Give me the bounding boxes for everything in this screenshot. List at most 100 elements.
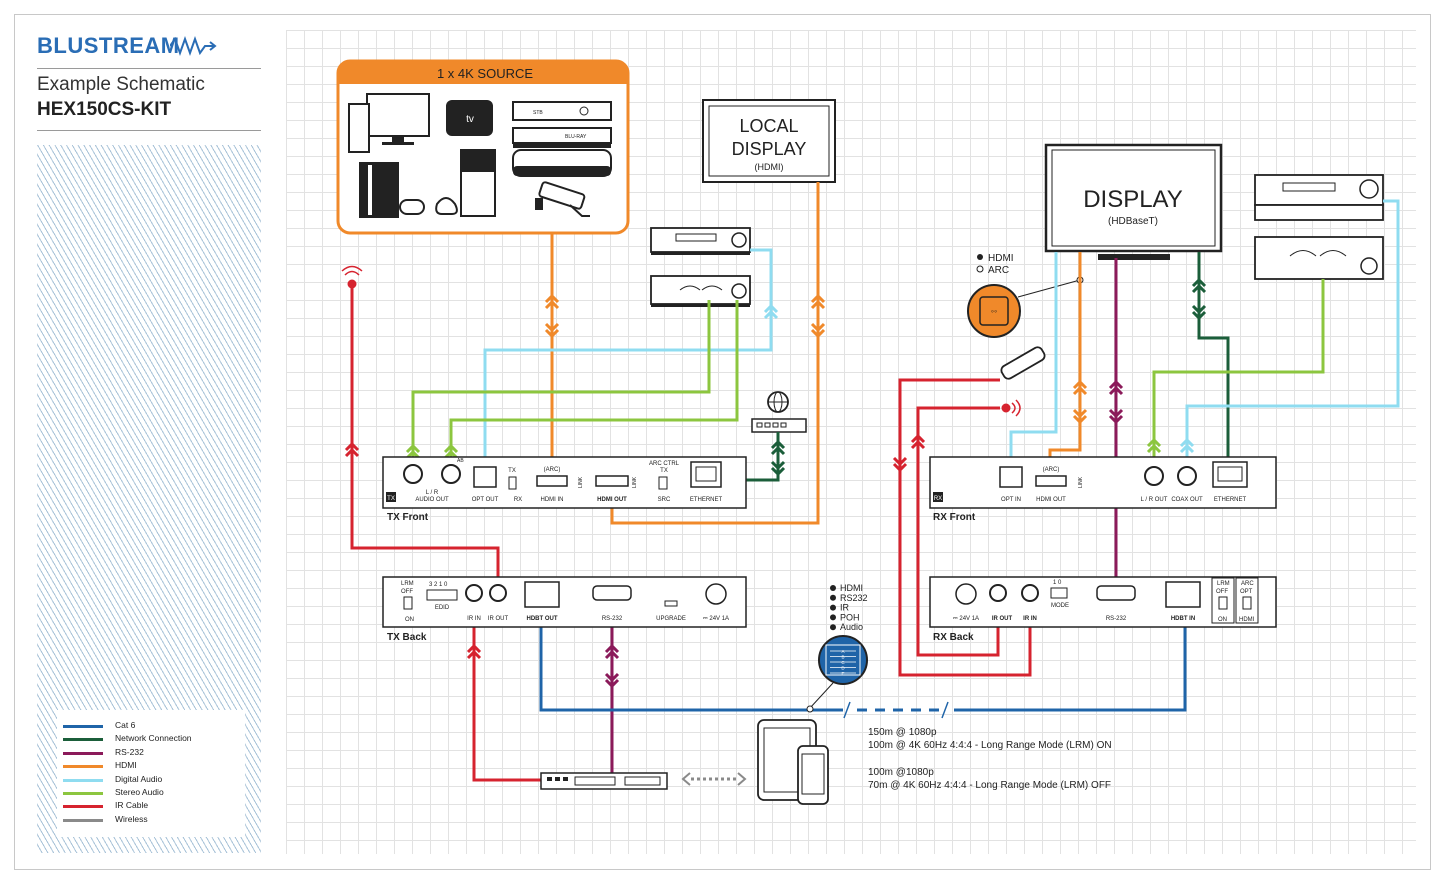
txb-ir-out: IR OUT [488,616,509,622]
txb-lrm: LRM [401,581,414,587]
remote-control-icon [1000,346,1046,380]
rx-opt-in: OPT IN [1001,497,1021,503]
apple-tv-icon: tv [446,100,493,136]
source-box-title: 1 x 4K SOURCE [437,66,533,81]
hdbt-key-item: POH [840,612,860,622]
rx-lr-out: L / R OUT [1141,497,1168,503]
display-sub: (HDBaseT) [1108,216,1158,227]
av-receiver-rx-icon [1254,174,1384,221]
rx-hdmi-out: HDMI OUT [1036,497,1066,503]
rx-front-label: RX Front [933,512,976,523]
svg-text:STB: STB [533,110,543,116]
rxb-hdbt-in: HDBT IN [1171,616,1195,622]
tx-hdmi-in: HDMI IN [541,497,564,503]
rxb-hdmi: HDMI [1239,617,1255,623]
legend-swatch [63,725,103,728]
rx-front-unit: RX OPT IN (ARC) HDMI OUT LINK L / R OUT … [929,456,1277,509]
display-hdbaset: DISPLAY (HDBaseT) [1044,143,1223,260]
logo-text: BLUSTREAM [37,33,180,58]
cable-ir-tx-in [466,600,541,782]
cable-hdmi-source [544,233,560,462]
tx-link: LINK [578,476,584,488]
txb-rs232: RS-232 [602,616,623,622]
tx-tx: TX [508,468,516,474]
cable-stereo-rx [1146,279,1325,470]
legend-label: Wireless [115,813,148,824]
rxb-mode: MODE [1051,603,1069,609]
txb-ir-in: IR IN [467,616,481,622]
rxb-on: ON [1218,617,1227,623]
amplifier-icon [650,275,751,307]
cable-digital-tx [483,248,779,470]
rxb-rs232: RS-232 [1106,616,1127,622]
blu-ray-icon: BLU-RAY [512,127,612,148]
tx-src: SRC [658,497,671,503]
rx-badge: RX [934,496,942,502]
svg-text:BLU-RAY: BLU-RAY [565,134,587,140]
tx-opt-out: OPT OUT [472,497,499,503]
rxb-dip: 1 0 [1053,580,1062,586]
rxb-off: OFF [1216,589,1228,595]
note-lrm-on-1: 150m @ 1080p [868,727,937,738]
hdbt-key-bullet [830,594,836,601]
tx-back-label: TX Back [387,632,427,643]
rx-coax-out: COAX OUT [1171,497,1203,503]
cable-stereo-tx [405,300,739,470]
logo-wave-icon [170,36,217,56]
hdbt-key-bullet [830,585,836,591]
rx-back-label: RX Back [933,632,974,643]
txb-off: OFF [401,589,413,595]
blustream-logo: BLUSTREAM [37,33,180,59]
tx-hdmi-out: HDMI OUT [597,497,627,503]
note-lrm-off-1: 100m @1080p [868,767,934,778]
page-frame [14,14,1431,870]
rx-back-unit: ⎓ 24V 1A IR OUT IR IN 1 0 MODE RS-232 HD… [929,576,1277,628]
note-lrm-off-2: 70m @ 4K 60Hz 4:4:4 - Long Range Mode (L… [868,780,1111,791]
cable-rs232-rx [1108,258,1124,592]
legend-swatch [63,765,103,769]
tx-link-2: LINK [632,476,638,488]
hdmi-arc-key: HDMI ARC ◦◦ [967,253,1084,338]
network-switch-icon [751,418,807,433]
rx-ethernet: ETHERNET [1214,497,1247,503]
av-receiver-icon [650,227,751,255]
rxb-power: ⎓ 24V 1A [953,616,979,622]
legend-label: Cat 6 [115,720,136,730]
txb-edid: EDID [435,605,450,611]
legend-swatch [63,738,103,742]
legend-swatch [63,751,103,755]
legend-label: RS-232 [115,746,144,757]
txb-upgrade: UPGRADE [656,616,686,622]
tx-arc-ctrl: ARC CTRL [649,461,680,467]
cable-digital-rx [1009,199,1400,470]
hdbt-key-bullet [830,604,836,611]
legend-label: HDMI [115,760,137,771]
rx-arc: (ARC) [1043,467,1060,473]
tx-front-label: TX Front [387,512,429,523]
local-display: LOCAL DISPLAY (HDMI) [702,99,836,183]
hdbt-key-bullet [830,614,836,621]
tx-audio-out: AUDIO OUT [415,497,449,503]
set-top-box-icon: STB [512,101,612,121]
legend-swatch [63,805,103,809]
cable-ir-rx [892,378,1032,677]
rxb-ir-out: IR OUT [992,616,1013,622]
cable-cat6 [539,596,1187,719]
hdbt-pin-letter: A [841,649,844,654]
rxb-arc: ARC [1241,581,1254,587]
key-arc: ARC [988,265,1009,276]
source-box: 1 x 4K SOURCE tv STB BLU-RAY [336,59,630,235]
hdbt-pin-letter: B [841,655,844,660]
header-rule-2 [37,130,261,131]
local-display-line2: DISPLAY [732,139,807,159]
legend-swatch [63,792,103,795]
phone-icon [797,745,829,805]
tx-badge: TX [387,496,395,502]
globe-icon [767,391,789,413]
hdbt-key-item: HDMI [840,583,863,593]
tx-arc: (ARC) [544,467,561,473]
hdbt-pin-letter: C [841,660,845,665]
legend-label: Stereo Audio [115,787,164,797]
